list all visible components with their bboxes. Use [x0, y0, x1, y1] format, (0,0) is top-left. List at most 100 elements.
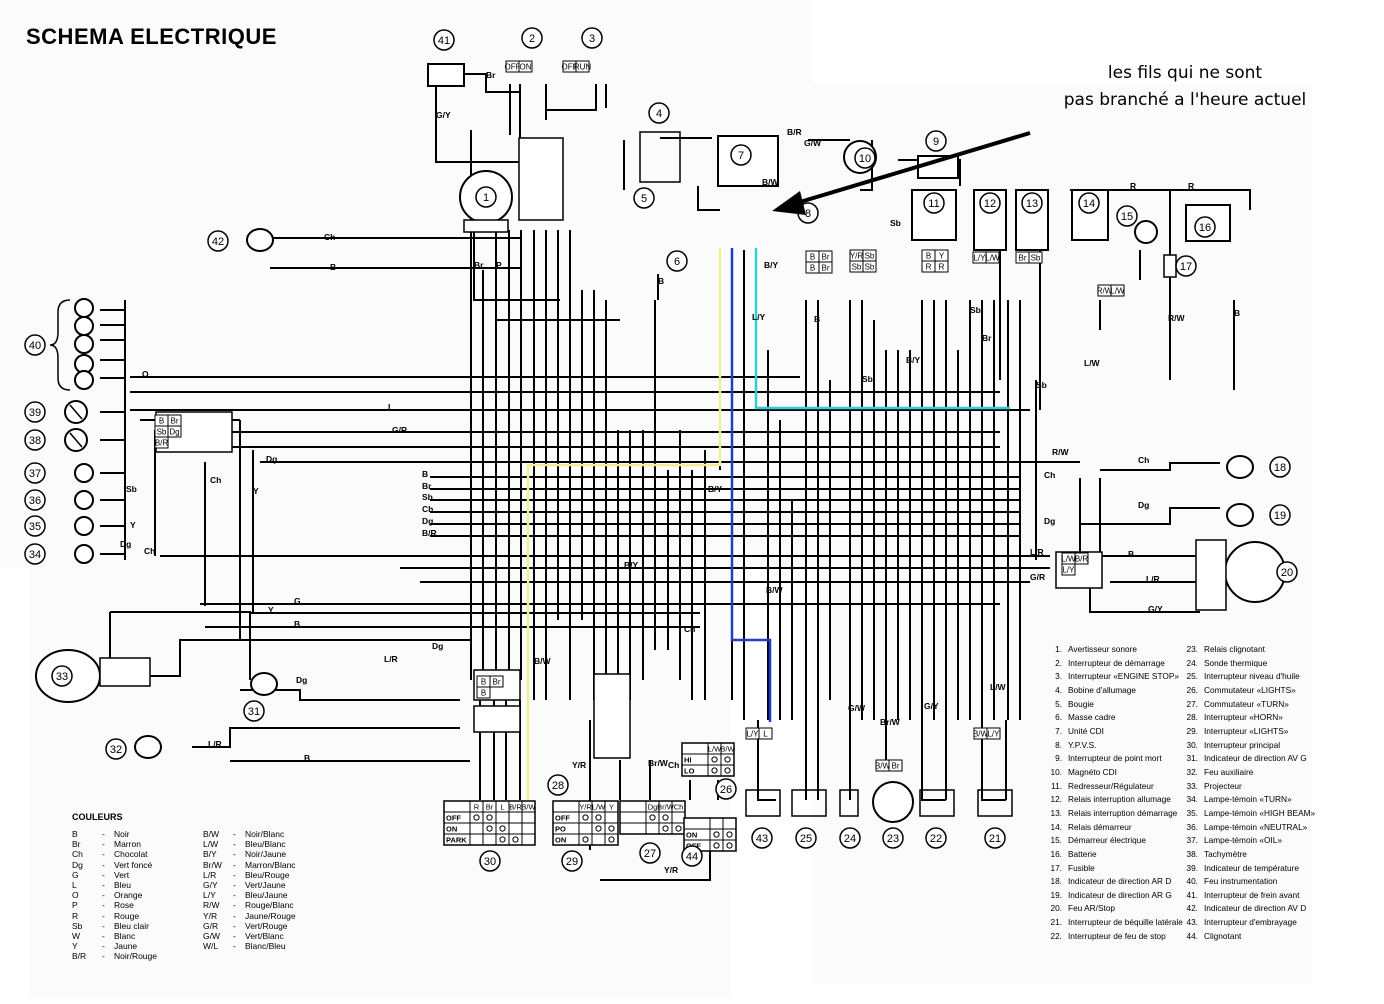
- colour-code: L/R: [203, 869, 217, 880]
- switch-table-row-label: ON: [555, 836, 566, 845]
- component-number-badge: 37: [24, 462, 46, 484]
- legend-label: Indicateur de température: [1204, 862, 1300, 873]
- connector-cell-label: B: [810, 253, 815, 262]
- separator: -: [102, 910, 105, 921]
- component-number-badge: 40: [24, 334, 46, 356]
- connector-cell-label: Sb: [865, 252, 875, 261]
- component-number-badge: 43: [751, 827, 773, 849]
- legend-label: Commutateur «TURN»: [1204, 698, 1289, 709]
- component-number-badge: 14: [1078, 192, 1100, 214]
- component-number-badge: 35: [24, 515, 46, 537]
- gauge-needle: [69, 432, 83, 448]
- legend-label: Lampe-témoin «OIL»: [1204, 835, 1282, 846]
- connector-cell-label: L/Y: [987, 730, 1000, 739]
- colour-code: G/W: [203, 931, 220, 942]
- component-number-badge: 15: [1116, 205, 1138, 227]
- component-symbols: [35, 63, 1286, 823]
- legend-label: Commutateur «LIGHTS»: [1204, 684, 1296, 695]
- connector-cell-label: Br: [892, 762, 900, 771]
- lamp-group-brace: [49, 299, 71, 391]
- component-number: 17: [1180, 261, 1192, 273]
- wire: [110, 611, 251, 680]
- component-number-badge: 33: [51, 665, 73, 687]
- wire-label: Sb: [890, 218, 901, 228]
- wire-label: Ch: [422, 504, 433, 514]
- component-circle: [648, 102, 670, 124]
- connector-cell: [575, 60, 590, 73]
- wire-label: B/R: [422, 528, 437, 538]
- switch-symbol: [977, 789, 1013, 817]
- colour-code: Dg: [72, 859, 83, 870]
- legend-label: Batterie: [1068, 848, 1097, 859]
- component-number: 3: [589, 33, 595, 45]
- legend-row: 27.Commutateur «TURN»: [1176, 698, 1356, 712]
- legend-number: 20.: [1050, 903, 1062, 914]
- legend-label: Relais démarreur: [1068, 821, 1132, 832]
- colour-name: Bleu clair: [114, 920, 149, 931]
- legend-label: Indicateur de direction AR G: [1068, 889, 1172, 900]
- component-circle: [24, 334, 46, 356]
- indicator-lamp: [74, 490, 94, 510]
- component-number: 16: [1199, 222, 1211, 234]
- wire-label: Ch: [1044, 470, 1055, 480]
- component-circle: [24, 462, 46, 484]
- component-number-badge: 4: [648, 102, 670, 124]
- wire-label: Y/R: [664, 865, 678, 875]
- switch-table-row-label: OFF: [446, 814, 461, 823]
- colour-key-row: L/Y-Bleu/Jaune: [203, 890, 296, 900]
- colour-key-row: R-Rouge: [72, 911, 157, 921]
- wire-label: Sb: [862, 374, 873, 384]
- component-circle: [882, 827, 904, 849]
- component-circle: [105, 738, 127, 760]
- legend-label: Bougie: [1068, 698, 1094, 709]
- wire-label: G/Y: [1148, 604, 1163, 614]
- component-number: 19: [1274, 510, 1286, 522]
- wire: [495, 230, 620, 321]
- colour-code: B/W: [203, 829, 220, 839]
- wire-label: B/Y: [764, 260, 779, 270]
- wire-label: B: [814, 314, 820, 324]
- component-number-badge: 30: [479, 850, 501, 872]
- legend-row: 23.Relais clignotant: [1176, 643, 1356, 657]
- component-circle: [839, 827, 861, 849]
- component-number-badge: 25: [795, 827, 817, 849]
- component-circle: [1078, 192, 1100, 214]
- contact-dot: [608, 825, 615, 832]
- colour-key-row: Br-Marron: [72, 839, 157, 849]
- legend-row: 20. Feu AR/Stop: [1040, 902, 1220, 916]
- connector-cell-label: L/Y: [973, 254, 986, 263]
- contact-dot: [582, 814, 589, 821]
- component-circle: [547, 774, 569, 796]
- legend-label: Interrupteur principal: [1204, 739, 1281, 750]
- contact-dot: [499, 825, 506, 832]
- component-number: 9: [933, 136, 939, 148]
- wire-label: R/W: [1168, 313, 1186, 323]
- switch-table-row-label: HI: [684, 756, 692, 765]
- component-number: 12: [984, 198, 996, 210]
- colour-code: Y: [72, 941, 78, 952]
- wire-label: G/R: [1030, 572, 1045, 582]
- component-number: 44: [686, 851, 698, 863]
- colour-name: Vert foncé: [114, 859, 153, 870]
- legend-label: Feu AR/Stop: [1068, 903, 1116, 914]
- component-circle: [475, 186, 497, 208]
- colour-key-row: Ch-Chocolat: [72, 849, 157, 859]
- colour-name: Marron/Blanc: [245, 859, 296, 870]
- component-circle: [925, 130, 947, 152]
- component-number-badge: 22: [925, 827, 947, 849]
- wire-label: B: [1234, 308, 1240, 318]
- colour-code: O: [72, 890, 79, 901]
- annotation-arrow: [772, 131, 1031, 215]
- diagram-title: SCHEMA ELECTRIQUE: [26, 24, 277, 49]
- colour-name: Bleu: [114, 880, 132, 891]
- separator: -: [233, 910, 236, 921]
- legend-label: Interrupteur de béquille latérale: [1068, 917, 1183, 928]
- component-circle: [1021, 192, 1043, 214]
- wire-label: Y: [253, 486, 259, 496]
- colour-key-row: W-Blanc: [72, 931, 157, 941]
- separator: -: [102, 829, 105, 839]
- component-circle: [207, 230, 229, 252]
